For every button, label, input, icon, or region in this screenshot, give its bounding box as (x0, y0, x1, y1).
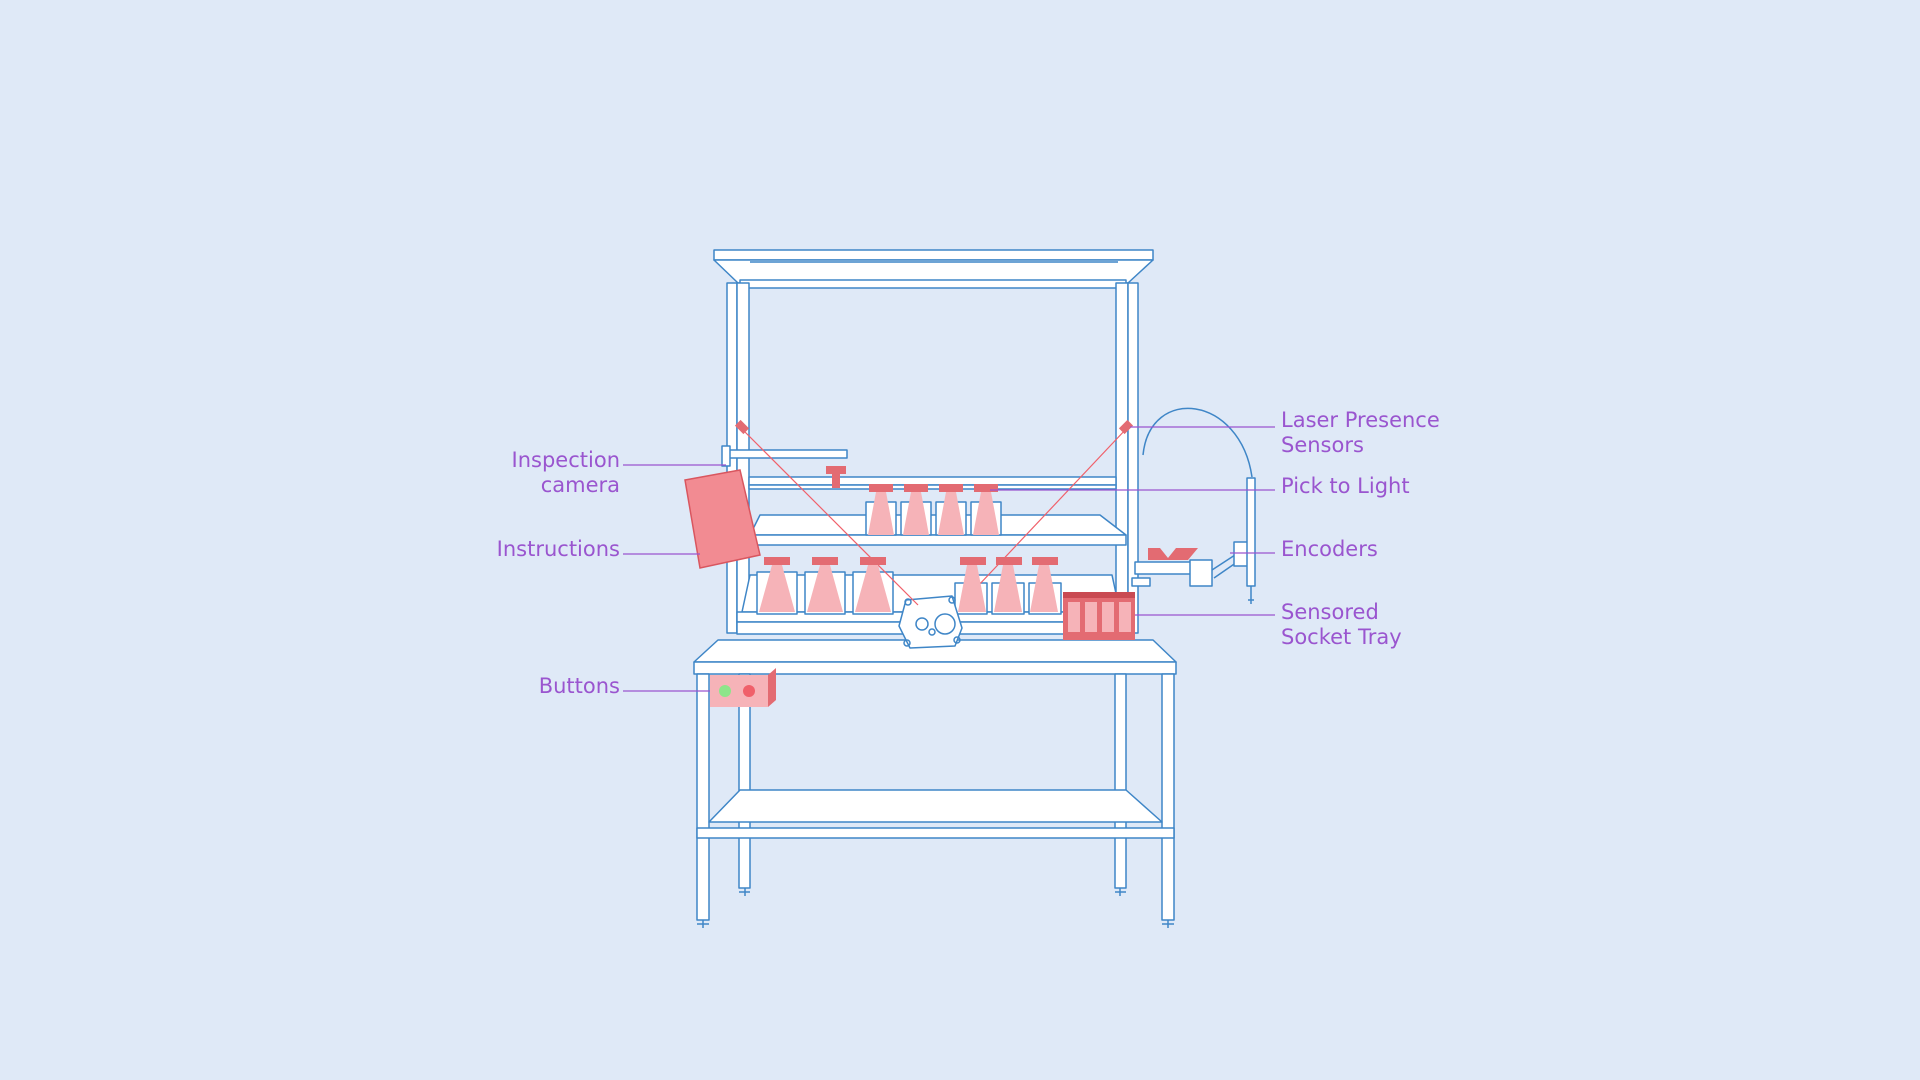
table-legs (696, 673, 1175, 928)
label-line: Inspection (511, 448, 620, 472)
top-canopy (713, 249, 1154, 289)
laser-presence-sensors (734, 419, 1134, 435)
inspection-camera-arm (721, 445, 848, 467)
label-line: Buttons (538, 674, 620, 698)
laser-beams (740, 427, 1128, 606)
buttons-box (710, 668, 776, 707)
encoder-assembly (1131, 541, 1255, 587)
label-line: Sensors (1281, 433, 1364, 457)
label-line: Sensored (1281, 600, 1379, 624)
label-pick-to-light: Pick to Light (1281, 474, 1410, 499)
leader-lines (623, 426, 1275, 692)
red-button (743, 685, 755, 697)
label-line: Pick to Light (1281, 474, 1410, 498)
bottom-shelf (696, 789, 1175, 839)
work-surface (693, 639, 1177, 675)
label-line: Instructions (496, 537, 620, 561)
label-line: camera (540, 473, 620, 497)
pick-to-light-modules (764, 484, 1058, 565)
tool-cable (1142, 407, 1256, 604)
label-encoders: Encoders (1281, 537, 1378, 562)
pick-to-light-cones (759, 492, 1058, 612)
label-line: Socket Tray (1281, 625, 1402, 649)
workpiece (898, 595, 963, 649)
label-sensored-socket-tray: Sensored Socket Tray (1281, 600, 1402, 650)
label-instructions: Instructions (460, 537, 620, 562)
green-button (719, 685, 731, 697)
encoder-sensors (1148, 548, 1198, 560)
label-line: Laser Presence (1281, 408, 1440, 432)
label-buttons: Buttons (480, 674, 620, 699)
label-line: Encoders (1281, 537, 1378, 561)
inspection-camera (826, 466, 846, 488)
instructions-tablet (684, 469, 761, 569)
label-laser-presence-sensors: Laser Presence Sensors (1281, 408, 1440, 458)
sensored-socket-tray (1063, 592, 1135, 640)
label-inspection-camera: Inspection camera (480, 448, 620, 498)
